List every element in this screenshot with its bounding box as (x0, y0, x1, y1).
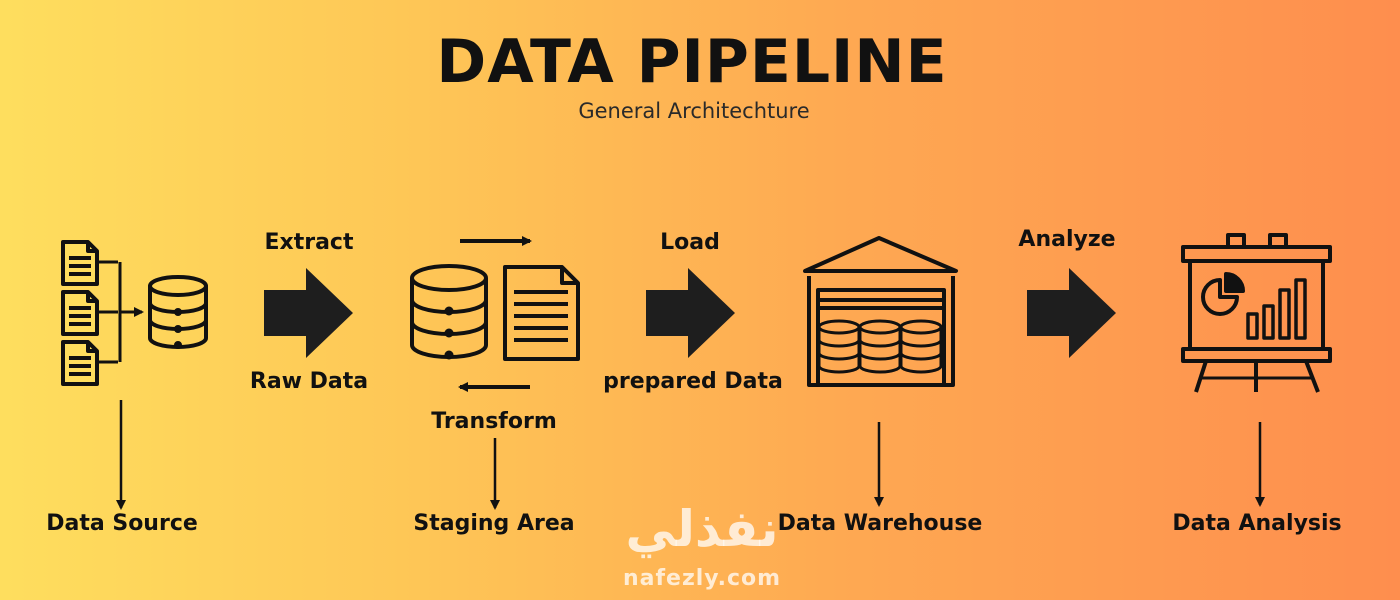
document-icon-3 (61, 340, 99, 386)
stage-label-data-analysis: Data Analysis (1172, 511, 1342, 536)
stage-label-data-warehouse: Data Warehouse (777, 511, 983, 536)
watermark-arabic-logo: نفذلي (625, 500, 779, 558)
diagram-subtitle: General Architechture (578, 99, 810, 123)
load-block-arrow (646, 268, 735, 358)
source-connector-lines (97, 260, 144, 364)
database-icon-large (410, 264, 488, 360)
bar-chart-icon (1246, 278, 1307, 340)
extract-block-arrow (264, 268, 353, 358)
watermark-url: nafezly.com (622, 566, 782, 591)
warehouse-icon (803, 236, 958, 387)
diagram-title: DATA PIPELINE (436, 27, 948, 97)
presentation-board-icon (1181, 233, 1332, 393)
warehouse-barrels (817, 319, 943, 374)
stage-label-data-source: Data Source (46, 511, 198, 536)
document-icon-large (503, 265, 580, 361)
load-label: Load (660, 230, 720, 255)
pie-chart-icon (1201, 272, 1245, 316)
database-document-icon (410, 236, 580, 392)
prepared-data-label: prepared Data (603, 369, 783, 394)
stage-label-staging-area: Staging Area (413, 511, 575, 536)
analyze-label: Analyze (1018, 227, 1116, 252)
raw-data-label: Raw Data (249, 369, 369, 394)
document-icon-1 (61, 240, 99, 286)
database-icon-small (148, 275, 208, 349)
extract-label: Extract (264, 230, 354, 255)
documents-database-icon (61, 240, 208, 386)
analyze-block-arrow (1027, 268, 1116, 358)
document-icon-2 (61, 290, 99, 336)
transform-label: Transform (431, 409, 557, 434)
